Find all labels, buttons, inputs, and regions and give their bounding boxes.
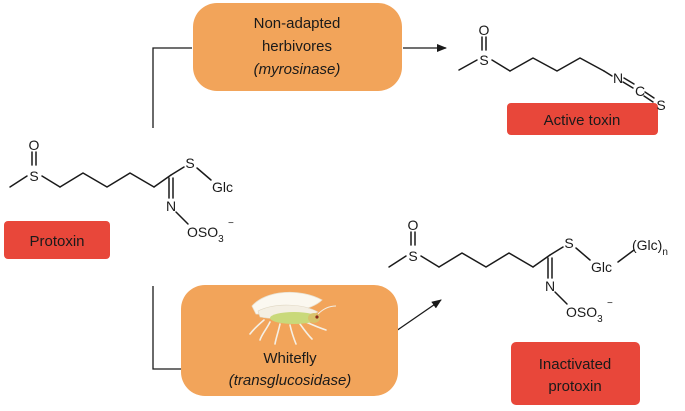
inact-charge: − [607,298,613,309]
non-adapted-line2: herbivores [262,38,332,55]
inact-glc: Glc [591,259,612,275]
protoxin-oxygen: O [29,137,40,153]
protoxin-label: Protoxin [29,233,84,250]
inactivated-label-line2: protoxin [548,378,601,395]
non-adapted-herbivores-box: Non-adapted herbivores (myrosinase) [193,3,402,91]
protoxin-sulfur-sulfoxide: S [29,168,38,184]
toxin-nitrogen: N [613,70,623,86]
inact-sulfur-thio: S [564,235,573,251]
active-toxin-label: Active toxin [544,112,621,129]
protoxin-structure: O S S Glc N OSO3 − [9,137,234,245]
protoxin-label-box: Protoxin [4,221,110,259]
branch-connector-bottom [152,286,192,370]
transglucosidase-label: (transglucosidase) [229,372,352,389]
toxin-sulfur-sulfoxide: S [479,52,488,68]
non-adapted-line1: Non-adapted [254,15,341,32]
inactivated-protoxin-structure: O S S Glc N OSO3 − (Glc)n [388,217,668,325]
protoxin-glc: Glc [212,179,233,195]
inact-oxygen: O [408,217,419,233]
inactivated-label-line1: Inactivated [539,356,612,373]
inact-nitrogen: N [545,278,555,294]
toxin-sulfur-ncs: S [656,97,665,113]
protoxin-nitrogen: N [166,198,176,214]
whitefly-icon [249,291,337,345]
protoxin-sulfur-thio: S [185,155,194,171]
inact-oso3: OSO3 [566,304,603,325]
whitefly-box: Whitefly (transglucosidase) [181,285,398,396]
whitefly-label: Whitefly [263,350,317,367]
inact-glc-n: (Glc)n [632,237,668,258]
inactivated-protoxin-label-box: Inactivated protoxin [511,342,640,405]
active-toxin-label-box: Active toxin [507,103,658,135]
protoxin-oso3: OSO3 [187,224,224,245]
inact-sulfur-sulfoxide: S [408,248,417,264]
toxin-carbon: C [635,83,645,99]
active-toxin-structure: O S N C S [458,22,666,113]
toxin-oxygen: O [479,22,490,38]
branch-connector-top [152,47,192,128]
protoxin-charge: − [228,218,234,229]
myrosinase-label: (myrosinase) [254,61,341,78]
